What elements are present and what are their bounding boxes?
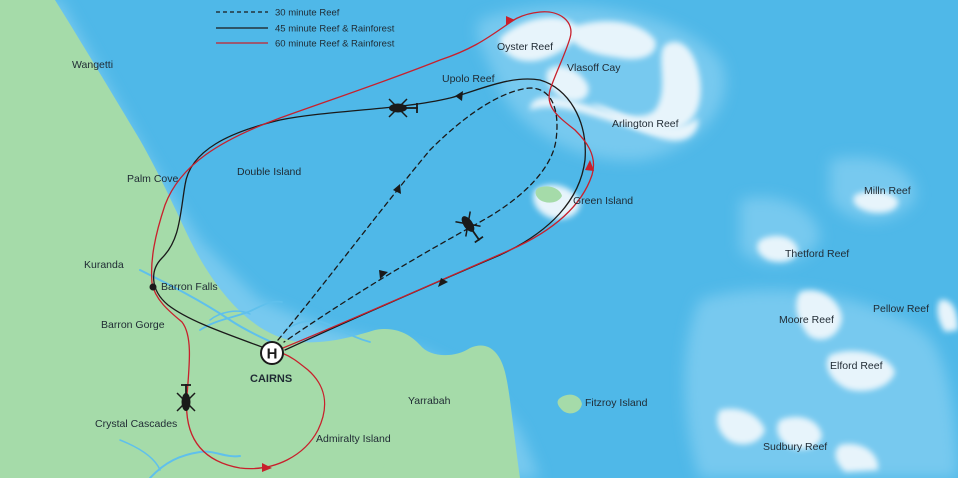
elford-reef-shape xyxy=(826,351,895,392)
legend-label-60min: 60 minute Reef & Rainforest xyxy=(275,39,395,50)
label-moore-reef: Moore Reef xyxy=(779,314,834,326)
upolo-reef-shape xyxy=(546,65,589,102)
islands xyxy=(535,186,582,414)
legend-label-45min: 45 minute Reef & Rainforest xyxy=(275,24,395,35)
helicopter-icon-south xyxy=(176,384,196,412)
label-elford-reef: Elford Reef xyxy=(830,360,883,372)
label-sudbury-reef: Sudbury Reef xyxy=(763,441,827,453)
label-vlasoff-cay: Vlasoff Cay xyxy=(567,62,621,74)
moore-reef-shape xyxy=(796,290,842,340)
label-green-island: Green Island xyxy=(573,195,633,207)
milln-reef-shape xyxy=(853,190,899,213)
label-oyster-reef: Oyster Reef xyxy=(497,41,553,53)
sudbury-reef-shape xyxy=(777,416,822,450)
green-island-shape xyxy=(535,186,562,203)
label-kuranda: Kuranda xyxy=(84,259,124,271)
label-arlington-reef: Arlington Reef xyxy=(612,118,679,130)
label-yarrabah: Yarrabah xyxy=(408,395,451,407)
route-30min xyxy=(277,87,558,343)
arrow-60min-east xyxy=(585,160,594,171)
heliport-symbol: H xyxy=(267,346,278,363)
route-60min xyxy=(150,11,595,470)
label-admiralty-island: Admiralty Island xyxy=(316,433,391,445)
arrow-45min-north xyxy=(455,91,463,101)
arlington-reef-shape xyxy=(530,41,701,133)
label-palm-cove: Palm Cove xyxy=(127,173,179,185)
label-wangetti: Wangetti xyxy=(72,59,113,71)
label-double-island: Double Island xyxy=(237,166,301,178)
arrow-30min-south xyxy=(393,184,401,194)
helicopter-icon-north xyxy=(388,98,418,118)
rivers xyxy=(119,269,371,478)
label-upolo-reef: Upolo Reef xyxy=(442,73,495,85)
vlasoff-reef-shape xyxy=(565,21,656,60)
label-thetford-reef: Thetford Reef xyxy=(785,248,849,260)
label-fitzroy-island: Fitzroy Island xyxy=(585,397,648,409)
heliport-icon: H xyxy=(260,341,284,365)
fitzroy-island-shape xyxy=(557,394,582,414)
label-pellow-reef: Pellow Reef xyxy=(873,303,929,315)
label-milln-reef: Milln Reef xyxy=(864,185,911,197)
label-cairns: CAIRNS xyxy=(250,373,292,385)
arrow-60min-south xyxy=(262,463,272,472)
place-labels: Wangetti Palm Cove Double Island Kuranda… xyxy=(72,41,929,453)
label-crystal-cascades: Crystal Cascades xyxy=(95,418,177,430)
legend: 30 minute Reef 45 minute Reef & Rainfore… xyxy=(216,8,395,50)
oyster-reef-shape xyxy=(500,17,578,62)
helicopter-icon-east xyxy=(455,211,484,244)
arrow-45min-east xyxy=(438,278,448,287)
route-arrows xyxy=(262,16,594,472)
label-barron-gorge: Barron Gorge xyxy=(101,319,165,331)
thetford-reef-shape xyxy=(757,235,798,262)
reef-shape-se xyxy=(835,443,879,472)
arrow-30min-north xyxy=(379,270,388,279)
mainland xyxy=(0,0,520,478)
pellow-reef-shape xyxy=(937,299,958,332)
reefs xyxy=(500,17,958,472)
routes xyxy=(150,11,595,470)
barron-falls-marker xyxy=(149,283,157,291)
label-barron-falls: Barron Falls xyxy=(161,281,218,293)
arrow-60min-north xyxy=(506,16,515,26)
legend-label-30min: 30 minute Reef xyxy=(275,8,340,19)
reef-shape-sw xyxy=(717,408,765,445)
arlington-reef-shape-2 xyxy=(590,104,699,141)
